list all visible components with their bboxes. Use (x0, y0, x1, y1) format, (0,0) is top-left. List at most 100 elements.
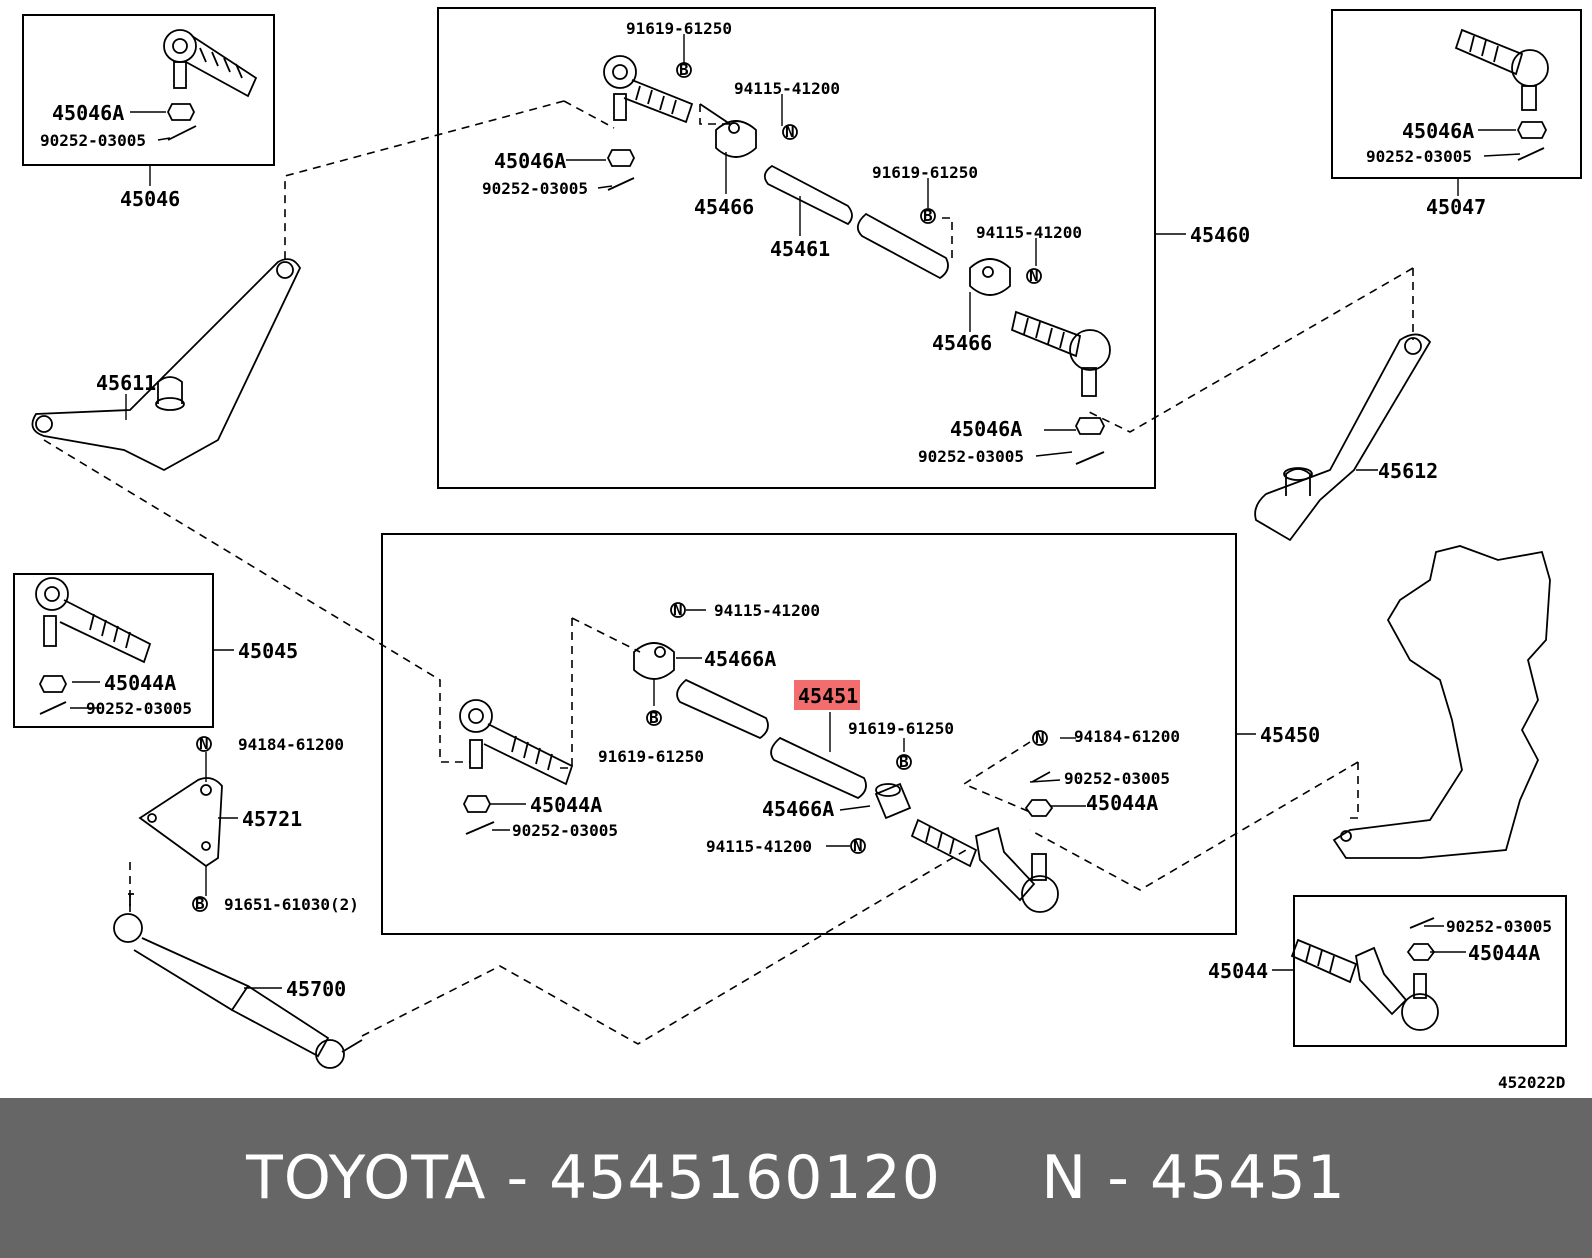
connector-line (1345, 762, 1359, 819)
part-label: 45046 (120, 187, 180, 211)
selected-part-highlight (794, 680, 860, 710)
part-label: 45460 (1190, 223, 1250, 247)
footer-bar: TOYOTA - 4545160120 N - 45451 (0, 1098, 1592, 1258)
svg-text:N: N (853, 836, 863, 855)
clamp-45466-mid-drawing (969, 258, 1011, 296)
bolt-symbol: B (192, 894, 208, 913)
nut-symbol: N (196, 734, 212, 753)
connector-line (962, 741, 1031, 813)
part-label: 90252-03005 (1366, 147, 1472, 166)
svg-text:B: B (649, 708, 659, 727)
part-label: 45721 (242, 807, 302, 831)
clamp-45466-top-drawing (699, 103, 757, 158)
connector-line (361, 849, 967, 1045)
tie-rod-end-left-drawing (603, 55, 694, 191)
parts-diagram: B N B N N B B N N N B 45046A 90252-03005… (13, 7, 1582, 1092)
nut-symbol: N (1026, 266, 1042, 285)
svg-text:B: B (195, 894, 205, 913)
part-label: 45611 (96, 371, 156, 395)
diagram-code: 452022D (1498, 1073, 1565, 1092)
clamp-45466a-top-drawing (633, 642, 675, 680)
svg-text:N: N (1029, 266, 1039, 285)
arm-45612-drawing (1254, 333, 1432, 542)
part-label: 94115-41200 (976, 223, 1082, 242)
part-label: 45700 (286, 977, 346, 1001)
connector-line (560, 618, 573, 769)
tube-45461-drawing (763, 164, 949, 280)
connector-line (699, 104, 730, 125)
tie-rod-end-45047-drawing (1454, 28, 1549, 161)
connector-line (563, 100, 615, 129)
connector-line (1084, 267, 1414, 433)
part-label: 45466 (694, 195, 754, 219)
part-label: 45044A (104, 671, 176, 695)
selected-part-label: 45451 (798, 684, 858, 708)
part-label: 45046A (494, 149, 566, 173)
part-label: 91619-61250 (872, 163, 978, 182)
svg-text:B: B (899, 752, 909, 771)
part-label: 90252-03005 (482, 179, 588, 198)
part-label: 45047 (1426, 195, 1486, 219)
clamp-45466a-bottom-drawing (874, 782, 912, 820)
tie-rod-end-45045-drawing (35, 577, 152, 715)
svg-text:N: N (785, 122, 795, 141)
box-45460 (437, 7, 1156, 489)
damper-45700-drawing (113, 893, 363, 1069)
svg-text:N: N (1035, 728, 1045, 747)
part-label: 94115-41200 (734, 79, 840, 98)
tie-rod-end-45046-drawing (163, 29, 258, 141)
part-label: 90252-03005 (918, 447, 1024, 466)
bolt-symbol: B (896, 752, 912, 771)
nut-symbol: N (782, 122, 798, 141)
leader-lines (70, 34, 1521, 989)
part-label: 90252-03005 (1064, 769, 1170, 788)
part-label: 94115-41200 (706, 837, 812, 856)
part-label: 45046A (52, 101, 124, 125)
part-label: 45461 (770, 237, 830, 261)
frame-outline-drawing (1332, 545, 1551, 859)
tie-rod-end-right-drawing (1010, 310, 1111, 465)
part-label: 90252-03005 (512, 821, 618, 840)
part-label: 91651-61030(2) (224, 895, 359, 914)
part-label: 94184-61200 (1074, 727, 1180, 746)
bolt-symbol: B (646, 708, 662, 727)
part-label: 91619-61250 (848, 719, 954, 738)
nut-symbol: N (1032, 728, 1048, 747)
svg-text:B: B (679, 60, 689, 79)
part-label: 45612 (1378, 459, 1438, 483)
nut-45044a-right-drawing (1024, 771, 1054, 817)
part-label: 45466A (762, 797, 834, 821)
part-label: 91619-61250 (626, 19, 732, 38)
part-label: 45450 (1260, 723, 1320, 747)
tie-rod-end-bottom-right-drawing (910, 818, 1059, 913)
part-label: 45044A (530, 793, 602, 817)
part-label: 90252-03005 (1446, 917, 1552, 936)
part-label: 91619-61250 (598, 747, 704, 766)
bolt-symbol: B (676, 60, 692, 79)
part-label: 90252-03005 (40, 131, 146, 150)
part-label: 90252-03005 (86, 699, 192, 718)
nut-symbol: N (850, 836, 866, 855)
plate-45721-drawing (138, 777, 223, 868)
tube-45451-drawing (676, 678, 867, 800)
connector-line (1029, 761, 1359, 891)
connector-line (571, 617, 641, 653)
svg-text:N: N (199, 734, 209, 753)
nut-symbol: N (670, 600, 686, 619)
box-45044 (1293, 895, 1567, 1047)
footer-title: TOYOTA - 4545160120 N - 45451 (246, 1143, 1346, 1213)
connector-line (942, 217, 953, 262)
tie-rod-end-bottom-left-drawing (459, 699, 574, 835)
part-label: 45046A (1402, 119, 1474, 143)
part-label: 45044A (1468, 941, 1540, 965)
part-label: 45045 (238, 639, 298, 663)
bolt-symbol: B (920, 206, 936, 225)
svg-text:N: N (673, 600, 683, 619)
part-label: 45044 (1208, 959, 1268, 983)
box-45046 (22, 14, 275, 166)
connector-line (43, 439, 470, 763)
part-label: 45044A (1086, 791, 1158, 815)
svg-text:B: B (923, 206, 933, 225)
box-45047 (1331, 9, 1582, 179)
tie-rod-end-45044-drawing (1290, 917, 1439, 1031)
